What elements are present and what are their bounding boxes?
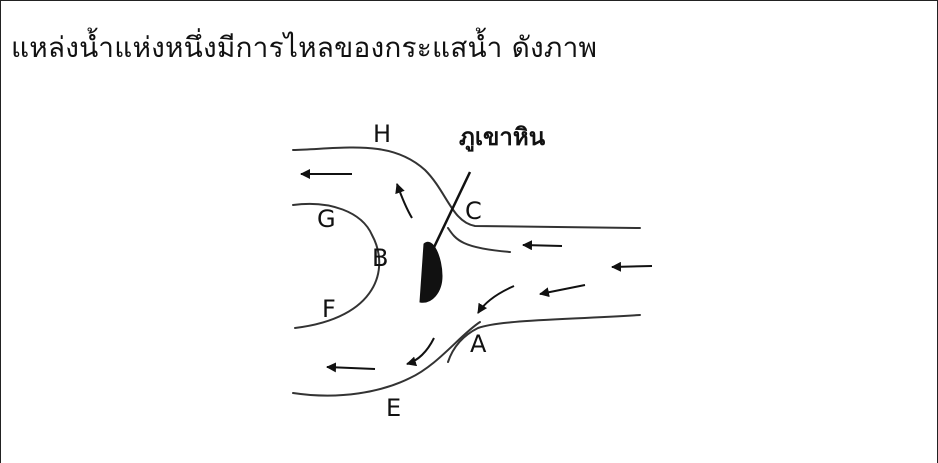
bottom-bank-line <box>292 321 481 397</box>
flow-arrow <box>539 284 586 298</box>
label-b: B <box>372 244 388 272</box>
flow-arrow <box>477 285 515 314</box>
top-bank-line <box>292 146 641 229</box>
rock-pointer-line <box>424 171 472 265</box>
rock-shape <box>419 241 443 303</box>
label-a: A <box>470 330 487 358</box>
label-f: F <box>322 295 336 323</box>
label-h: H <box>373 120 391 148</box>
flow-arrow <box>395 183 413 219</box>
upper-inlet-line <box>447 227 511 253</box>
inner-bank-curve <box>292 202 381 329</box>
flow-arrow <box>326 362 376 373</box>
label-c: C <box>465 197 482 225</box>
flow-arrow <box>611 261 653 272</box>
lower-inlet-line <box>447 314 641 363</box>
question-text: แหล่งน้ำแห่งหนึ่งมีการไหลของกระแสน้ำ ดัง… <box>11 31 598 64</box>
flow-arrow <box>406 337 435 367</box>
label-e: E <box>386 394 401 422</box>
label-g: G <box>317 205 336 233</box>
flow-arrow <box>522 240 563 251</box>
rock-label: ภูเขาหิน <box>459 123 546 152</box>
